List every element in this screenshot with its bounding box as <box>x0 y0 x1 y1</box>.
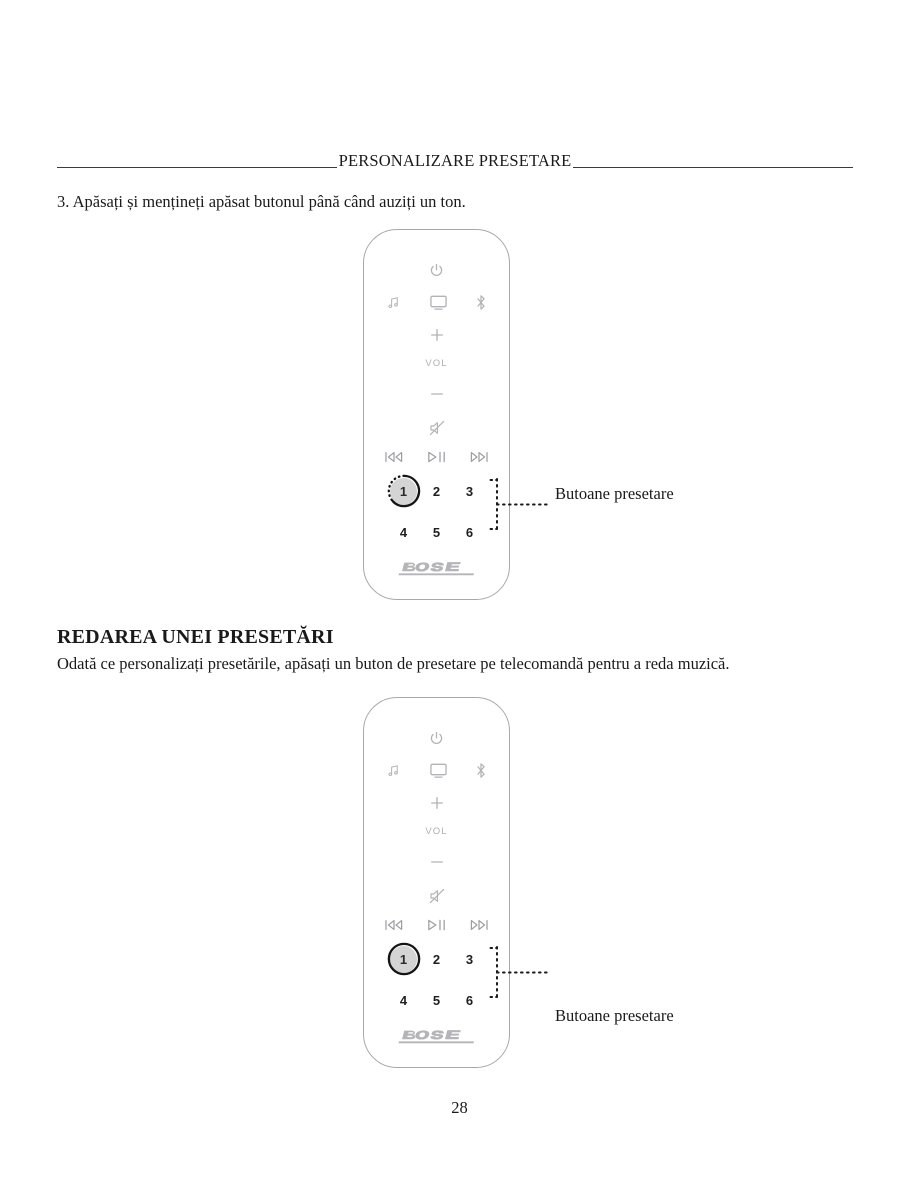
preset-label: 2 <box>432 951 441 967</box>
preset-button-5[interactable]: 5 <box>420 983 453 1017</box>
tv-icon <box>429 762 448 779</box>
press-hold-ring-icon <box>387 474 420 508</box>
bose-logo <box>364 1024 509 1046</box>
volume-up-icon <box>364 794 509 812</box>
preset-label: 5 <box>432 992 441 1008</box>
preset-label: 6 <box>465 992 474 1008</box>
preset-button-grid: 1 2 3 4 5 6 <box>380 474 493 550</box>
preset-button-6[interactable]: 6 <box>453 515 486 549</box>
preset-label: 3 <box>465 951 474 967</box>
bluetooth-icon <box>475 294 487 311</box>
bose-wordmark-icon <box>398 1029 474 1043</box>
preset-button-5[interactable]: 5 <box>420 515 453 549</box>
preset-button-grid: 1 2 3 4 5 6 <box>380 942 493 1018</box>
volume-down-icon <box>364 385 509 403</box>
preset-row-top: 1 2 3 <box>380 474 493 508</box>
music-note-icon <box>386 295 401 310</box>
bose-wordmark-icon <box>398 561 474 575</box>
preset-disc <box>390 477 417 505</box>
preset-label: 5 <box>432 524 441 540</box>
preset-button-2[interactable]: 2 <box>420 474 453 508</box>
previous-track-icon <box>385 919 403 931</box>
bose-logo <box>364 556 509 578</box>
source-button-row <box>364 759 509 781</box>
preset-label: 6 <box>465 524 474 540</box>
section-heading: REDAREA UNEI PRESETĂRI <box>57 626 334 648</box>
volume-label: VOL <box>425 357 448 369</box>
source-button-row <box>364 291 509 313</box>
page-number: 28 <box>451 1098 468 1117</box>
preset-callout-bracket-second <box>487 945 557 1027</box>
preset-row-bottom: 4 5 6 <box>380 983 493 1017</box>
step-instruction: 3. Apăsați și mențineți apăsat butonul p… <box>57 192 466 211</box>
previous-track-icon <box>385 451 403 463</box>
preset-button-1[interactable]: 1 <box>387 474 420 508</box>
power-icon <box>364 728 509 748</box>
preset-label: 4 <box>399 524 408 540</box>
preset-callout-label-first: Butoane presetare <box>555 484 674 503</box>
preset-label: 1 <box>399 951 408 967</box>
running-header: PERSONALIZARE PRESETARE <box>57 148 853 174</box>
next-track-icon <box>470 451 488 463</box>
preset-button-4[interactable]: 4 <box>387 515 420 549</box>
remote-control-illustration-first: VOL <box>363 229 510 600</box>
preset-button-6[interactable]: 6 <box>453 983 486 1017</box>
mute-icon <box>364 886 509 906</box>
header-title: PERSONALIZARE PRESETARE <box>336 151 574 171</box>
music-note-icon <box>386 763 401 778</box>
next-track-icon <box>470 919 488 931</box>
preset-label: 2 <box>432 483 441 499</box>
tv-icon <box>429 294 448 311</box>
volume-up-icon <box>364 326 509 344</box>
preset-label: 3 <box>465 483 474 499</box>
preset-label: 4 <box>399 992 408 1008</box>
preset-button-3[interactable]: 3 <box>453 474 486 508</box>
preset-button-4[interactable]: 4 <box>387 983 420 1017</box>
preset-button-3[interactable]: 3 <box>453 942 486 976</box>
transport-controls-row <box>364 917 509 933</box>
play-pause-icon <box>427 451 447 463</box>
power-icon <box>364 260 509 280</box>
preset-row-top: 1 2 3 <box>380 942 493 976</box>
bluetooth-icon <box>475 762 487 779</box>
remote-control-illustration-second: VOL <box>363 697 510 1068</box>
preset-button-2[interactable]: 2 <box>420 942 453 976</box>
volume-label: VOL <box>425 825 448 837</box>
preset-label: 1 <box>399 483 408 499</box>
preset-callout-bracket-first <box>487 477 557 532</box>
preset-disc <box>390 945 417 973</box>
preset-callout-label-second: Butoane presetare <box>555 1006 674 1025</box>
selected-ring-icon <box>387 942 420 976</box>
section-body-text: Odată ce personalizați presetările, apăs… <box>57 654 730 673</box>
volume-down-icon <box>364 853 509 871</box>
preset-button-1[interactable]: 1 <box>387 942 420 976</box>
transport-controls-row <box>364 449 509 465</box>
mute-icon <box>364 418 509 438</box>
play-pause-icon <box>427 919 447 931</box>
preset-row-bottom: 4 5 6 <box>380 515 493 549</box>
